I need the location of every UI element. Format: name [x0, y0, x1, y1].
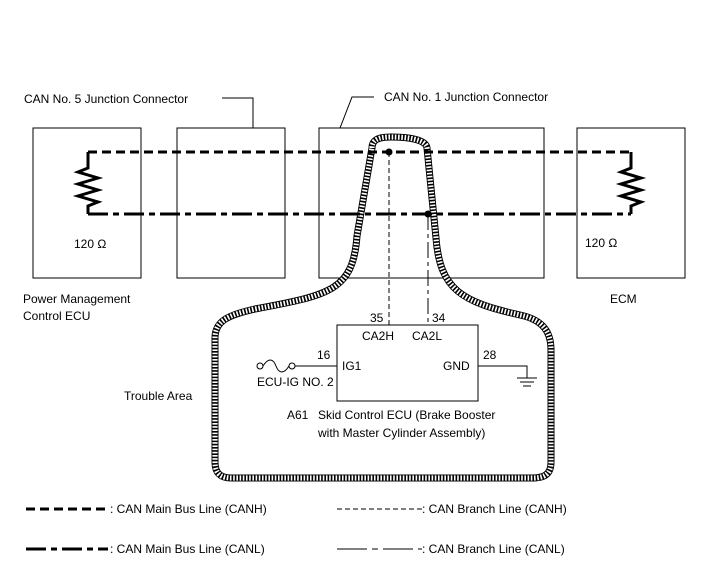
ground-icon	[517, 377, 537, 387]
pin-34-label: 34	[432, 311, 446, 325]
can1-junction-label: CAN No. 1 Junction Connector	[384, 90, 548, 104]
legend-main-canl-label: : CAN Main Bus Line (CANL)	[110, 542, 265, 556]
power-management-label-line1: Power Management	[23, 292, 131, 306]
left-resistor-value: 120 Ω	[74, 237, 106, 251]
can1-junction-connector-box	[318, 127, 545, 279]
ecm-box	[576, 127, 686, 279]
fuse-right-terminal	[288, 362, 296, 370]
gnd-wire	[478, 365, 528, 378]
skid-ecu-name-line1: Skid Control ECU (Brake Booster	[318, 408, 495, 422]
skid-control-ecu-box	[336, 324, 479, 402]
can1-leader-line	[339, 96, 374, 129]
ecm-label: ECM	[610, 292, 637, 306]
fuse-icon	[262, 359, 290, 373]
can5-junction-connector-box	[176, 127, 286, 279]
pin-35-label: 35	[370, 311, 384, 325]
legend-branch-canh-label: : CAN Branch Line (CANH)	[422, 502, 567, 516]
legend-branch-canl-label: : CAN Branch Line (CANL)	[422, 542, 565, 556]
trouble-area-label: Trouble Area	[124, 389, 193, 403]
power-management-label-line2: Control ECU	[23, 309, 90, 323]
can5-leader-line	[222, 97, 254, 128]
skid-ecu-name-line2: with Master Cylinder Assembly)	[317, 426, 485, 440]
pin-28-label: 28	[483, 348, 497, 362]
trouble-area-outline-hatch	[212, 134, 554, 481]
power-management-ecu-box	[32, 127, 142, 279]
gnd-label: GND	[443, 359, 470, 373]
can5-junction-label: CAN No. 5 Junction Connector	[24, 92, 188, 106]
pin-16-label: 16	[317, 348, 331, 362]
right-resistor-value: 120 Ω	[585, 236, 617, 250]
left-termination-resistor	[72, 152, 104, 214]
ca2l-label: CA2L	[412, 329, 442, 343]
ig1-label: IG1	[342, 359, 362, 373]
legend-main-canh-label: : CAN Main Bus Line (CANH)	[110, 502, 267, 516]
skid-ecu-code: A61	[287, 408, 309, 422]
fuse-left-terminal	[256, 362, 264, 370]
ca2h-label: CA2H	[362, 329, 394, 343]
fuse-label: ECU-IG NO. 2	[257, 375, 334, 389]
right-termination-resistor	[615, 152, 647, 214]
